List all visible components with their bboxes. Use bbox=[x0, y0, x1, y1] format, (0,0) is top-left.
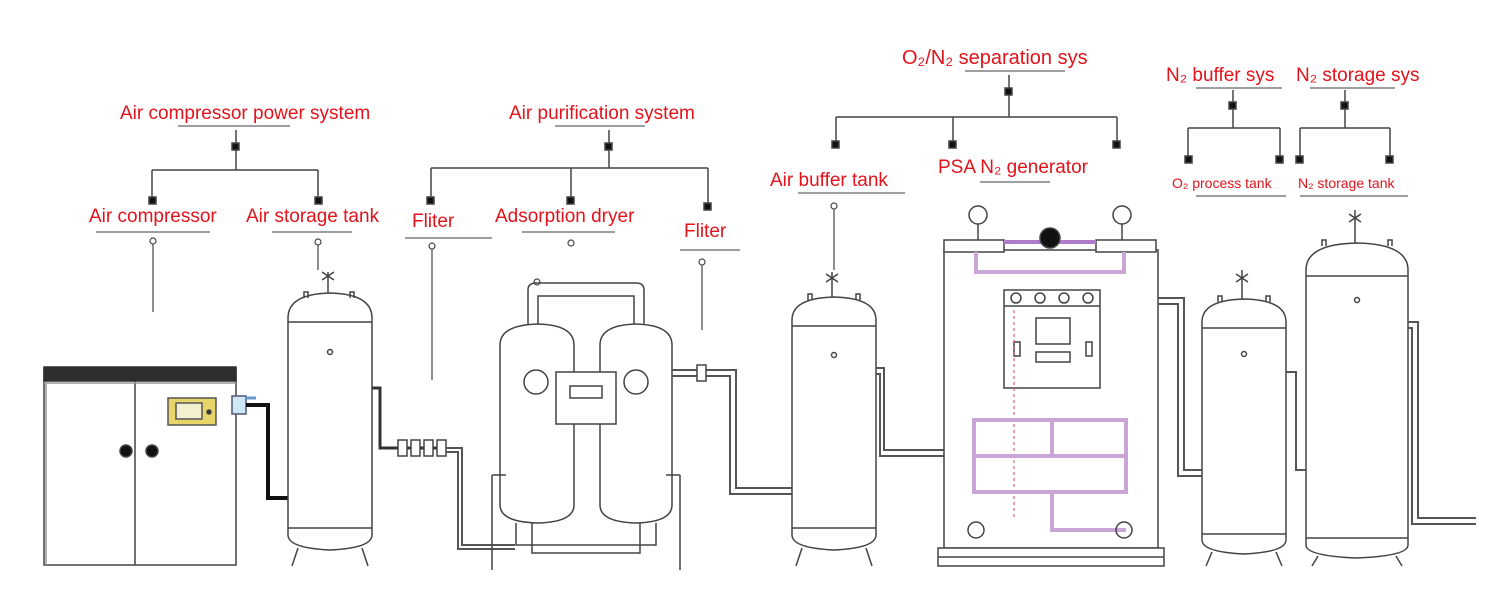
air-compressor-unit bbox=[43, 366, 247, 566]
label-n2-storage-tank: N₂ storage tank bbox=[1298, 175, 1395, 191]
bracket-o2-n2-separation-sys bbox=[831, 75, 1121, 149]
label-psa-n2-generator: PSA N₂ generator bbox=[938, 157, 1088, 178]
label-adsorption-dryer: Adsorption dryer bbox=[495, 206, 635, 227]
label-air-storage-tank: Air storage tank bbox=[246, 206, 380, 227]
air-buffer-tank bbox=[791, 272, 877, 567]
label-air-buffer-tank: Air buffer tank bbox=[770, 170, 888, 191]
filter-set-1 bbox=[397, 439, 447, 457]
psa-n2-generator bbox=[937, 205, 1165, 567]
bracket-air-compressor-power-system bbox=[148, 130, 323, 205]
label-fliter-1: Fliter bbox=[412, 211, 455, 232]
bracket-air-purification-system bbox=[426, 130, 712, 211]
label-o2-n2-separation-sys: O₂/N₂ separation sys bbox=[902, 47, 1088, 69]
label-n2-buffer-sys: N₂ buffer sys bbox=[1166, 65, 1275, 86]
label-air-compressor-power-system: Air compressor power system bbox=[120, 103, 371, 124]
label-fliter-2: Fliter bbox=[684, 221, 727, 242]
label-air-purification-system: Air purification system bbox=[509, 103, 695, 124]
air-storage-tank bbox=[287, 271, 373, 567]
adsorption-dryer bbox=[491, 282, 681, 570]
n2-buffer-tank bbox=[1201, 270, 1287, 567]
n2-storage-tank bbox=[1305, 210, 1409, 567]
callout-leaders bbox=[149, 202, 838, 380]
label-underlines bbox=[96, 70, 1408, 251]
label-o2-process-tank: O₂ process tank bbox=[1172, 175, 1272, 191]
filter-2 bbox=[696, 364, 707, 382]
bracket-n2-storage-sys bbox=[1295, 90, 1394, 164]
label-air-compressor: Air compressor bbox=[89, 206, 217, 227]
bracket-n2-buffer-sys bbox=[1184, 90, 1284, 164]
label-n2-storage-sys: N₂ storage sys bbox=[1296, 65, 1420, 86]
